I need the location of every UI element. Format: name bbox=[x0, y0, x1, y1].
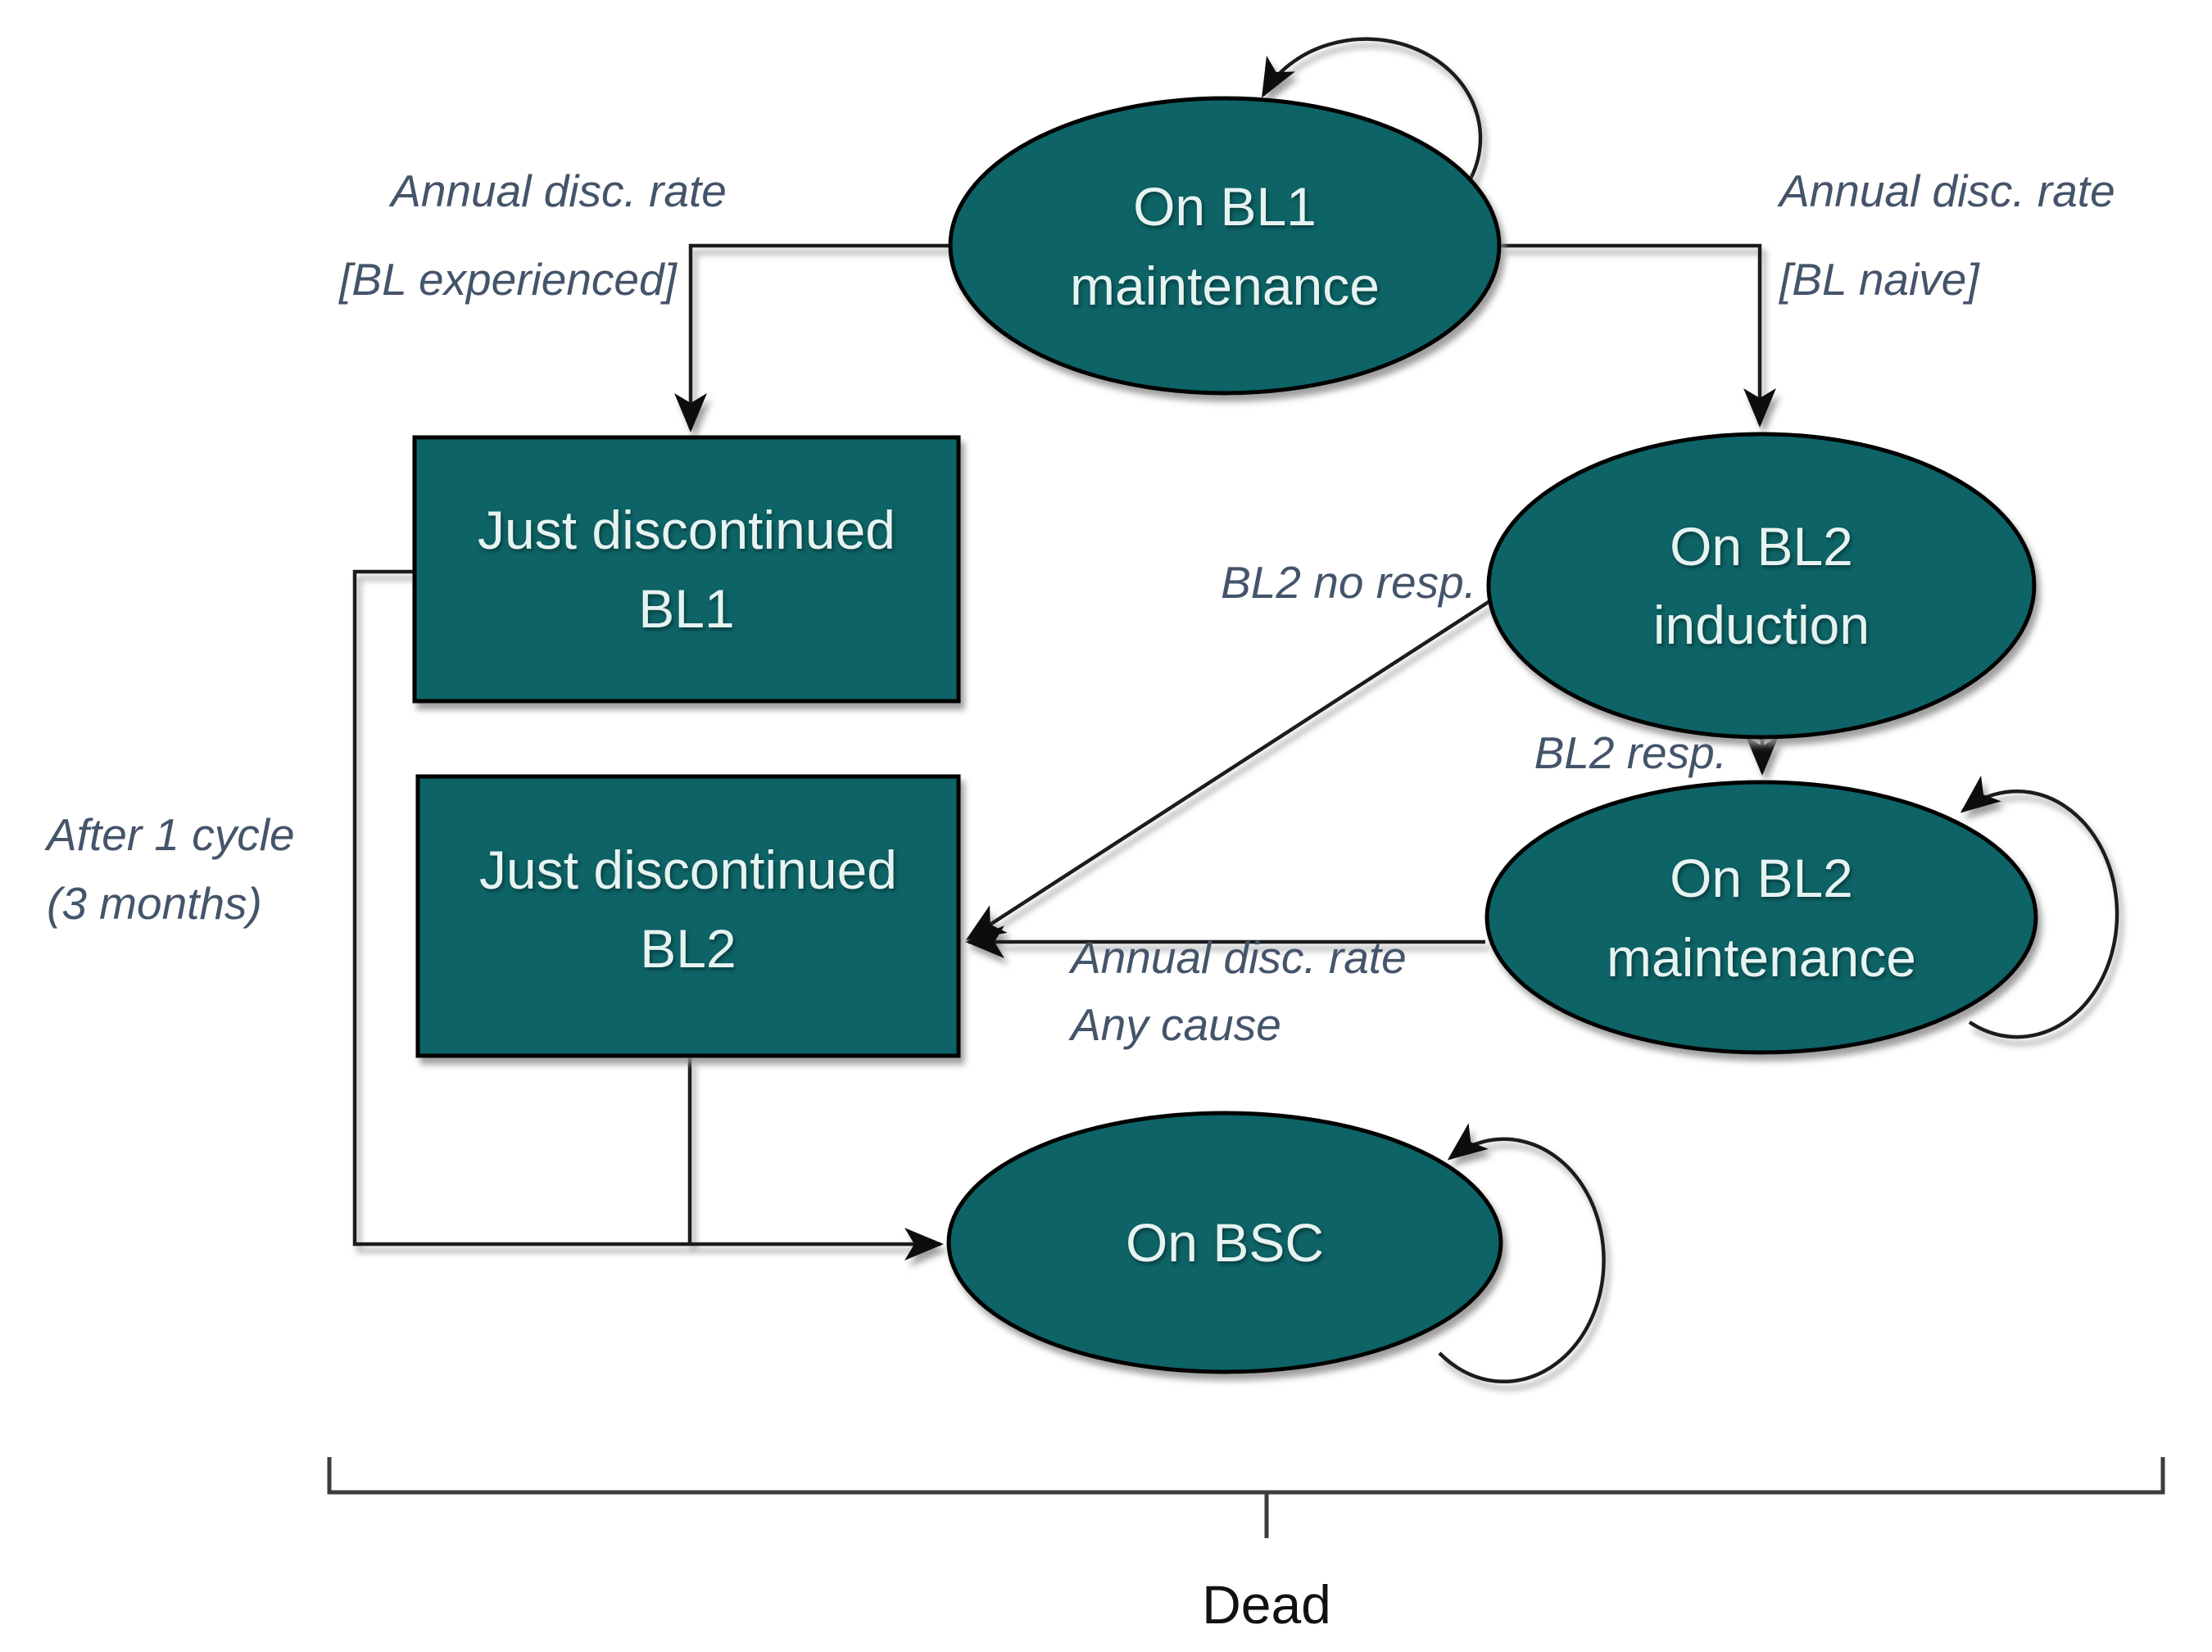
edge-bl2-maintenance-self-loop bbox=[1960, 776, 2119, 1039]
node-label-on-bl1-line1: On BL1 bbox=[1133, 176, 1317, 237]
label-bl2-no-resp: BL2 no resp. bbox=[1221, 557, 1476, 608]
node-just-discontinued-bl2 bbox=[415, 774, 961, 1058]
node-on-bl2-maintenance bbox=[1484, 780, 2038, 1055]
edge-bl1-to-just-discontinued-bl1 bbox=[674, 243, 950, 432]
dead-bracket-line bbox=[327, 1457, 2165, 1495]
node-label-bl2-maintenance-line1: On BL2 bbox=[1670, 848, 1853, 908]
node-label-bl2-induction-line1: On BL2 bbox=[1670, 516, 1853, 577]
edge-bl2-induction-to-just-discontinued-bl2 bbox=[965, 588, 1509, 941]
label-annual-disc-naive-line2: [BL naive] bbox=[1778, 254, 1980, 305]
connectors bbox=[352, 37, 2119, 1384]
label-bl2-resp: BL2 resp. bbox=[1534, 727, 1727, 778]
edge-bl1-self-loop bbox=[1262, 37, 1483, 183]
edge-bl1-to-bl2-induction bbox=[1499, 243, 1776, 428]
node-labels: On BL1 maintenance Just discontinued BL1… bbox=[478, 176, 1916, 1273]
transition-labels: Annual disc. rate [BL experienced] Annua… bbox=[44, 165, 2115, 1050]
label-dead: Dead bbox=[1202, 1574, 1331, 1635]
node-label-jd-bl2-line2: BL2 bbox=[640, 918, 736, 979]
edge-bsc-self-loop bbox=[1438, 1123, 1606, 1384]
node-label-on-bl1-line2: maintenance bbox=[1070, 256, 1380, 316]
dead-bracket bbox=[327, 1457, 2165, 1538]
node-label-bl2-maintenance-line2: maintenance bbox=[1607, 927, 1916, 988]
label-after-1-cycle-line2: (3 months) bbox=[47, 878, 262, 929]
label-after-1-cycle-line1: After 1 cycle bbox=[44, 809, 295, 860]
node-on-bsc bbox=[946, 1111, 1503, 1374]
state-nodes bbox=[412, 96, 2038, 1374]
label-annual-disc-naive-line1: Annual disc. rate bbox=[1777, 165, 2115, 216]
label-annual-disc-experienced-line2: [BL experienced] bbox=[338, 254, 678, 305]
label-annual-disc-any-cause-line1: Annual disc. rate bbox=[1068, 932, 1407, 983]
node-label-on-bsc: On BSC bbox=[1126, 1212, 1324, 1273]
node-on-bl2-induction bbox=[1486, 432, 2037, 740]
node-just-discontinued-bl1 bbox=[412, 435, 961, 704]
label-annual-disc-any-cause-line2: Any cause bbox=[1068, 999, 1281, 1050]
node-label-bl2-induction-line2: induction bbox=[1653, 595, 1870, 655]
node-label-jd-bl2-line1: Just discontinued bbox=[479, 840, 897, 900]
node-label-jd-bl1-line2: BL1 bbox=[638, 578, 734, 639]
label-annual-disc-experienced-line1: Annual disc. rate bbox=[388, 165, 727, 216]
node-label-jd-bl1-line1: Just discontinued bbox=[478, 500, 895, 560]
node-on-bl1-maintenance bbox=[948, 96, 1502, 396]
edge-left-column-to-bsc bbox=[352, 569, 944, 1260]
